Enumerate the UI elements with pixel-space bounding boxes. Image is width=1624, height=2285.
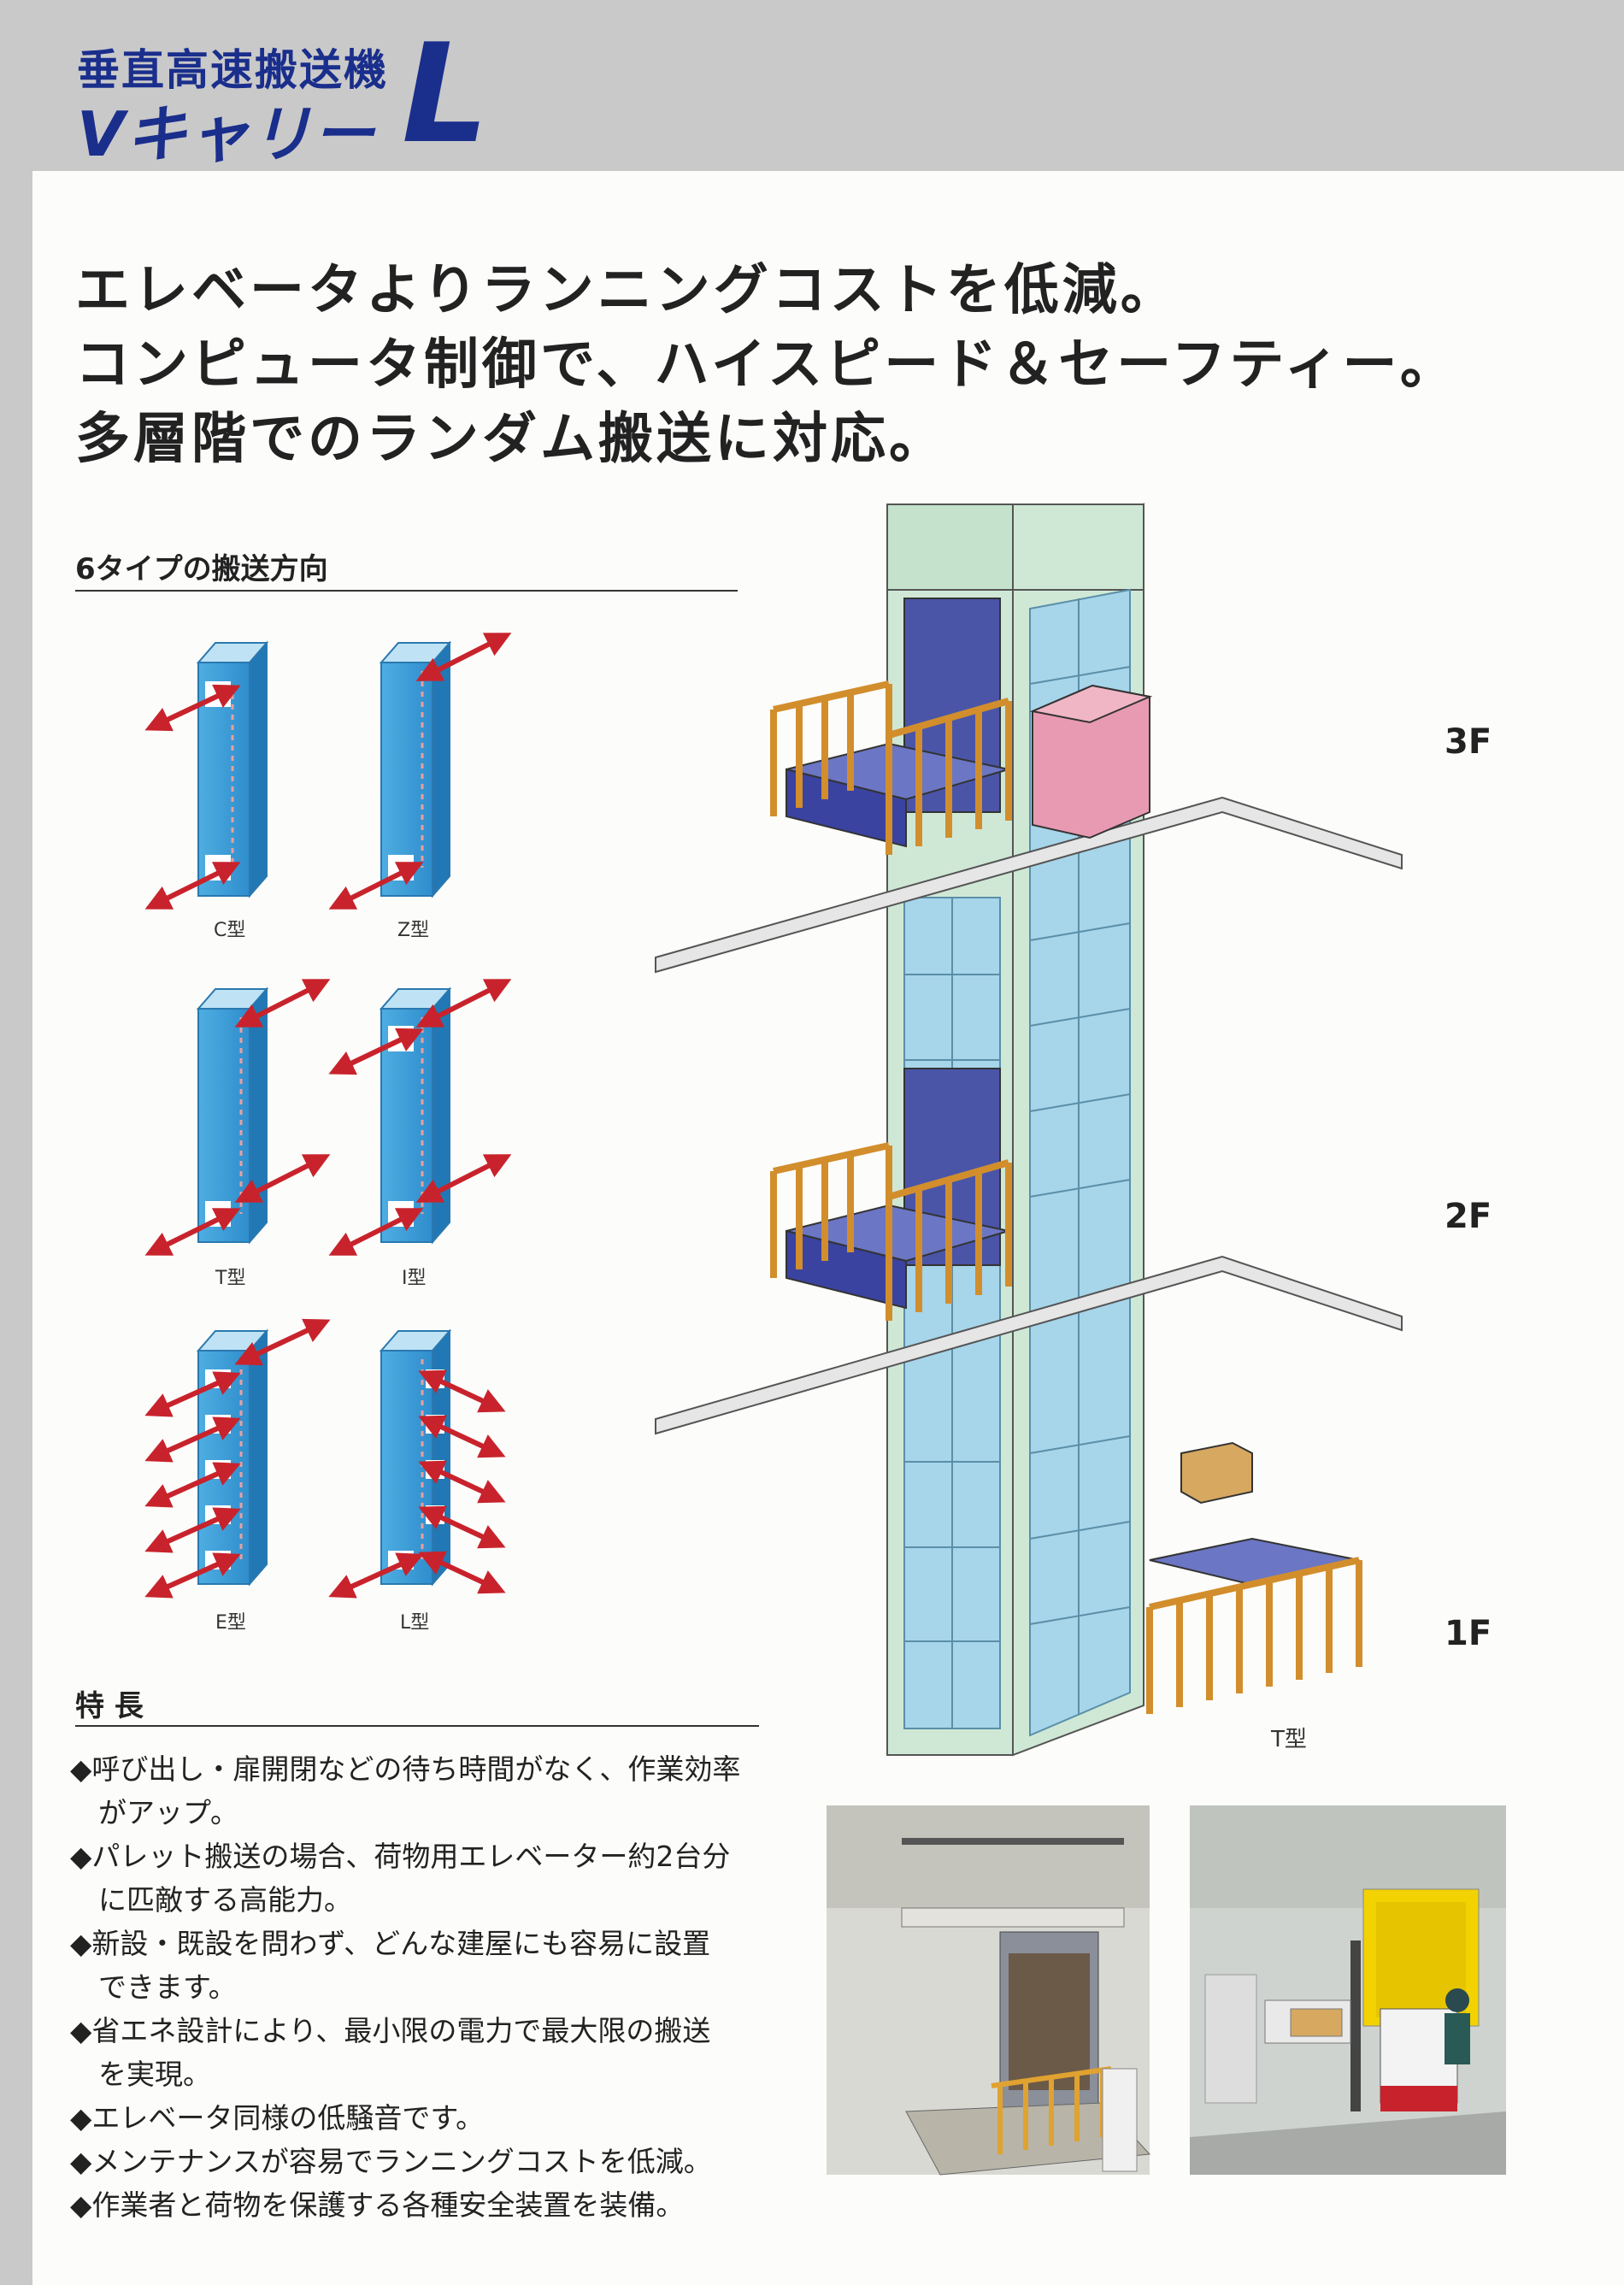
section-divider — [75, 590, 738, 592]
floor-label-2f: 2F — [1445, 1197, 1492, 1236]
photo-2-contents — [1190, 1805, 1506, 2175]
feature-line: できます。 — [70, 1970, 237, 2004]
column-z-type — [328, 633, 512, 910]
column-t-type — [144, 979, 331, 1256]
headline-line: コンピュータ制御で、ハイスピード＆セーフティー。 — [75, 333, 1458, 397]
features-list: ◆呼び出し・扉開閉などの待ち時間がなく、作業効率 がアップ。 ◆パレット搬送の場… — [70, 1747, 754, 2227]
headline-line: エレベータよりランニングコストを低減。 — [75, 258, 1179, 322]
feature-line: ◆パレット搬送の場合、荷物用エレベーター約2台分 — [70, 1840, 731, 1873]
product-name: Vキャリー — [77, 98, 375, 170]
type-label-t: T型 — [215, 1268, 246, 1289]
feature-line: を実現。 — [70, 2058, 211, 2091]
feature-line: ◆エレベータ同様の低騒音です。 — [70, 2101, 485, 2135]
conveyor-1f — [1146, 1441, 1362, 1714]
illustration-caption: T型 — [1271, 1727, 1307, 1752]
transport-types-title: 6タイプの搬送方向 — [75, 552, 328, 586]
floor-label-3f: 3F — [1445, 722, 1492, 762]
features-divider — [75, 1725, 759, 1727]
conveyor-3f — [770, 680, 1153, 855]
feature-line: ◆メンテナンスが容易でランニングコストを低減。 — [70, 2145, 712, 2178]
feature-line: ◆作業者と荷物を保護する各種安全装置を装備。 — [70, 2188, 685, 2222]
conveyor-2f — [770, 1142, 1012, 1321]
type-label-z: Z型 — [397, 920, 430, 941]
photo-1-contents — [827, 1805, 1151, 2176]
feature-line: ◆呼び出し・扉開閉などの待ち時間がなく、作業効率 — [70, 1752, 741, 1786]
header: 垂直高速搬送機 Vキャリー L — [0, 0, 1624, 174]
feature-line: に匹敵する高能力。 — [70, 1883, 352, 1917]
column-i-type — [328, 979, 512, 1256]
column-l-type — [328, 1328, 506, 1599]
type-label-i: I型 — [402, 1268, 427, 1289]
model-letter: L — [402, 14, 489, 174]
type-label-e: E型 — [215, 1612, 246, 1634]
type-label-l: L型 — [400, 1612, 430, 1634]
features-title: 特 長 — [75, 1689, 144, 1723]
feature-line: ◆省エネ設計により、最小限の電力で最大限の搬送 — [70, 2014, 711, 2047]
headline: エレベータよりランニングコストを低減。 コンピュータ制御で、ハイスピード＆セーフ… — [75, 253, 1458, 476]
type-label-c: C型 — [214, 920, 246, 941]
header-subtitle: 垂直高速搬送機 — [77, 45, 388, 95]
feature-line: がアップ。 — [70, 1796, 239, 1829]
column-e-type — [144, 1318, 331, 1599]
headline-line: 多層階でのランダム搬送に対応。 — [75, 407, 947, 471]
column-c-type — [144, 640, 269, 910]
floor-slabs — [655, 796, 1403, 1435]
feature-line: ◆新設・既設を問わず、どんな建屋にも容易に設置 — [70, 1927, 711, 1960]
floor-label-1f: 1F — [1445, 1614, 1492, 1653]
